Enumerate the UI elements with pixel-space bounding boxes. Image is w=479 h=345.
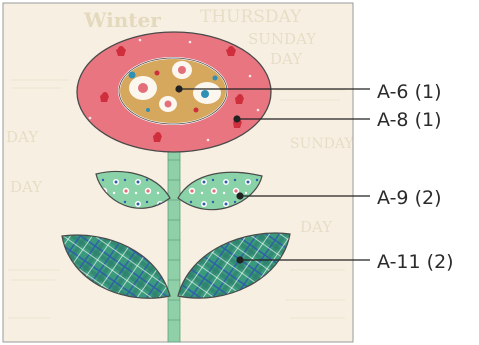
print-word-sunday-2: SUNDAY xyxy=(290,136,354,152)
large-leaf-left xyxy=(61,234,171,299)
flower-center xyxy=(118,57,228,125)
pointer-dot-a6 xyxy=(175,85,183,93)
print-word-sunday-1: SUNDAY xyxy=(248,30,317,48)
print-word-day-3: DAY xyxy=(10,178,43,196)
callout-label-a6: A-6 (1) xyxy=(377,81,441,103)
print-word-day-1: DAY xyxy=(270,50,303,68)
pointer-dot-a9 xyxy=(236,192,244,200)
print-word-winter: Winter xyxy=(83,8,161,32)
print-word-thursday: THURSDAY xyxy=(200,7,302,27)
callout-label-a11: A-11 (2) xyxy=(377,251,454,273)
small-leaf-left xyxy=(95,171,171,209)
callout-labels: A-6 (1) A-8 (1) A-9 (2) A-11 (2) xyxy=(377,81,454,273)
print-word-day-4: DAY xyxy=(300,218,333,236)
callout-pointers xyxy=(175,85,370,264)
center-floral-print xyxy=(128,61,221,113)
pointer-dot-a8 xyxy=(233,115,241,123)
large-leaf-right xyxy=(177,232,291,299)
pointer-dot-a11 xyxy=(236,256,244,264)
print-word-day-2: DAY xyxy=(6,128,39,146)
callout-label-a9: A-9 (2) xyxy=(377,187,441,209)
small-leaf-right xyxy=(177,171,263,211)
background-print: Winter THURSDAY SUNDAY DAY DAY DAY SUNDA… xyxy=(6,7,354,319)
callout-label-a8: A-8 (1) xyxy=(377,109,441,131)
stem xyxy=(167,139,181,343)
